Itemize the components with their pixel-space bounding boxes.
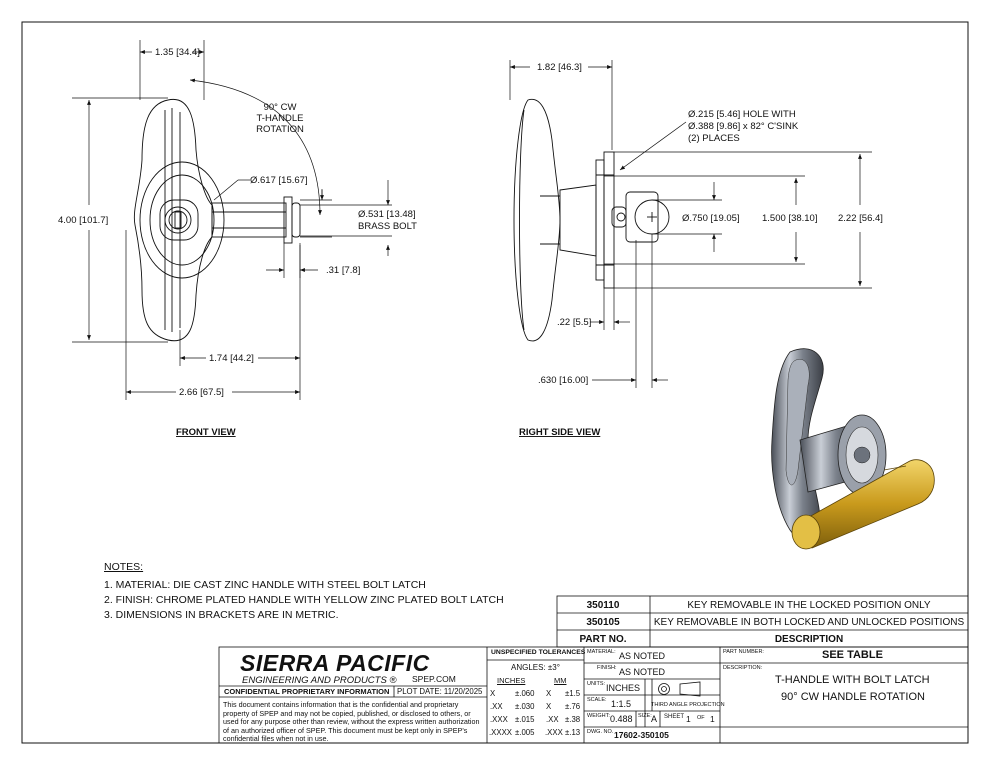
weight-value: 0.488	[610, 714, 633, 724]
dim-222: 2.22 [56.4]	[838, 213, 883, 224]
hole-note-2: Ø.388 [9.86] x 82° C'SINK	[688, 121, 799, 132]
weight-label: WEIGHT:	[587, 713, 610, 719]
note-1: 1. MATERIAL: DIE CAST ZINC HANDLE WITH S…	[104, 579, 426, 591]
website: SPEP.COM	[412, 674, 456, 684]
dim-630: .630 [16.00]	[538, 375, 588, 386]
title-block-lines	[218, 646, 969, 744]
size-label: SIZE:	[638, 713, 652, 719]
plot-date: PLOT DATE: 11/20/2025	[397, 687, 483, 696]
dim-1500: 1.500 [38.10]	[762, 213, 817, 224]
hole-note-1: Ø.215 [5.46] HOLE WITH	[688, 109, 796, 120]
tol-in-val: ±.005	[515, 728, 535, 737]
finish-value: AS NOTED	[619, 667, 666, 677]
hole-note-3: (2) PLACES	[688, 133, 740, 144]
tol-mm: MM	[554, 676, 567, 685]
dwg-label: DWG. NO.	[587, 729, 614, 735]
dim-31: .31 [7.8]	[326, 265, 360, 276]
notes-section: NOTES: 1. MATERIAL: DIE CAST ZINC HANDLE…	[104, 561, 504, 624]
projection-label: THIRD ANGLE PROJECTION	[651, 702, 725, 708]
dim-width-top: 1.35 [34.4]	[155, 47, 200, 58]
sheet-label: SHEET	[664, 714, 685, 720]
tol-mm-key: X	[546, 689, 552, 698]
tol-header: UNSPECIFIED TOLERANCES	[491, 649, 586, 656]
part-header: PART NO.	[579, 634, 626, 645]
notes-heading: NOTES:	[104, 561, 144, 573]
part-table: 350110 KEY REMOVABLE IN THE LOCKED POSIT…	[579, 600, 964, 645]
size-value: A	[651, 714, 658, 724]
side-view-labels: 1.82 [46.3] Ø.215 [5.46] HOLE WITH Ø.388…	[519, 62, 883, 438]
side-view-drawing	[513, 98, 670, 342]
dim-22: .22 [5.5]	[557, 317, 591, 328]
tol-mm-key: X	[546, 702, 552, 711]
units-value: INCHES	[606, 683, 641, 693]
partnum-value: SEE TABLE	[822, 649, 883, 661]
tol-mm-val: ±.76	[565, 702, 581, 711]
material-label: MATERIAL:	[587, 649, 616, 655]
scale-value: 1:1.5	[611, 699, 632, 709]
tol-in-val: ±.060	[515, 689, 535, 698]
part-row-1-id: 350110	[587, 600, 620, 611]
side-view-title: RIGHT SIDE VIEW	[519, 427, 600, 438]
of-label: OF	[697, 715, 705, 721]
dim-750: Ø.750 [19.05]	[682, 213, 740, 224]
note-3: 3. DIMENSIONS IN BRACKETS ARE IN METRIC.	[104, 609, 339, 621]
sheets-value: 1	[710, 714, 715, 724]
dim-174: 1.74 [44.2]	[209, 353, 254, 364]
company-name: SIERRA PACIFIC	[240, 650, 430, 676]
rotation-note-2: T-HANDLE	[257, 113, 304, 124]
sheet-value: 1	[686, 714, 691, 724]
tol-mm-val: ±1.5	[565, 689, 581, 698]
dim-brass: Ø.531 [13.48]	[358, 209, 416, 220]
dim-height: 4.00 [101.7]	[58, 215, 108, 226]
tol-in-key: .XXX	[490, 715, 508, 724]
tol-in-val: ±.015	[515, 715, 535, 724]
brass-label: BRASS BOLT	[358, 221, 417, 232]
tol-in-val: ±.030	[515, 702, 535, 711]
rotation-note-3: ROTATION	[256, 124, 304, 135]
desc-label: DESCRIPTION:	[723, 665, 763, 671]
confidential-heading: CONFIDENTIAL PROPRIETARY INFORMATION	[224, 687, 390, 696]
part-row-1-desc: KEY REMOVABLE IN THE LOCKED POSITION ONL…	[687, 600, 931, 611]
tol-mm-val: ±.13	[565, 728, 581, 737]
scale-label: SCALE:	[587, 697, 607, 703]
tol-in-key: .XXXX	[489, 728, 512, 737]
tol-inches: INCHES	[497, 676, 526, 685]
dim-182: 1.82 [46.3]	[537, 62, 582, 73]
desc-line-1: T-HANDLE WITH BOLT LATCH	[775, 674, 930, 686]
side-view-dimensions	[509, 60, 872, 388]
tol-in-key: .XX	[490, 702, 503, 711]
units-label: UNITS:	[587, 681, 606, 687]
part-row-2-desc: KEY REMOVABLE IN BOTH LOCKED AND UNLOCKE…	[654, 617, 965, 628]
part-row-2-id: 350105	[586, 617, 620, 628]
desc-line-2: 90° CW HANDLE ROTATION	[781, 691, 925, 703]
front-view-title: FRONT VIEW	[176, 427, 236, 438]
tol-in-key: X	[490, 689, 496, 698]
front-view-drawing	[133, 98, 301, 342]
material-value: AS NOTED	[619, 651, 666, 661]
front-view-dimensions	[72, 40, 392, 400]
tol-angles: ANGLES: ±3°	[511, 663, 560, 672]
tol-mm-key: .XX	[546, 715, 559, 724]
dwg-number: 17602-350105	[614, 730, 669, 740]
tol-mm-val: ±.38	[565, 715, 581, 724]
tol-mm-key: .XXX	[545, 728, 563, 737]
company-subtitle: ENGINEERING AND PRODUCTS ®	[242, 675, 397, 686]
confidential-text: This document contains information that …	[223, 700, 480, 744]
front-view-labels: 1.35 [34.4] 90° CW T-HANDLE ROTATION 4.0…	[58, 47, 417, 438]
partnum-label: PART NUMBER:	[723, 649, 764, 655]
desc-header: DESCRIPTION	[775, 634, 843, 645]
finish-label: FINISH:	[597, 665, 617, 671]
rotation-note-1: 90° CW	[264, 102, 297, 113]
dim-266: 2.66 [67.5]	[179, 387, 224, 398]
iso-product-render	[771, 348, 935, 550]
note-2: 2. FINISH: CHROME PLATED HANDLE WITH YEL…	[104, 594, 504, 606]
dim-bolt-dia: Ø.617 [15.67]	[250, 175, 308, 186]
